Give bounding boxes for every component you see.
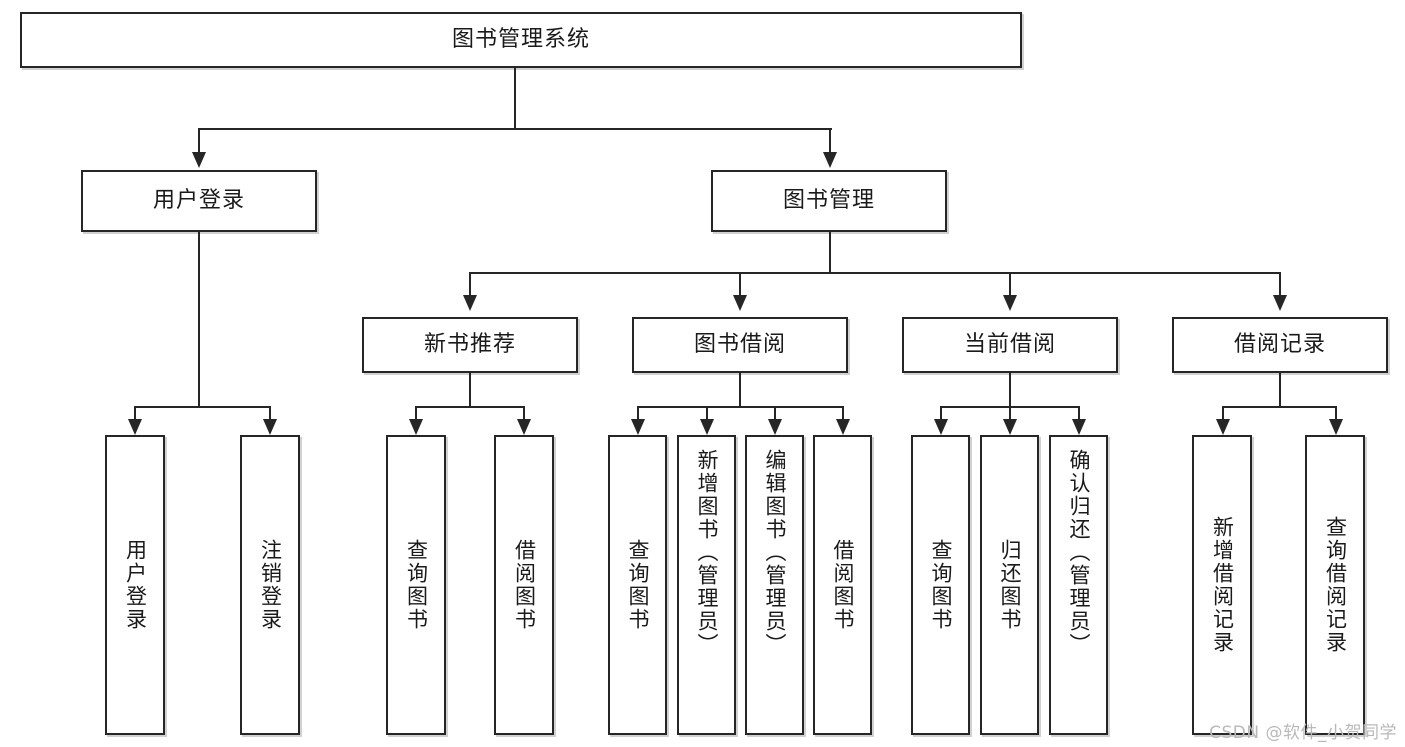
node-label: 借阅图书: [830, 539, 855, 631]
connector-to-book-borrow: [739, 272, 741, 296]
connector-book-borrow-drop-3: [774, 406, 776, 420]
connector-user-login-stem: [198, 232, 200, 406]
connector-new-book-drop-2: [523, 406, 525, 420]
connector-to-current-borrow: [1009, 272, 1011, 296]
connector-new-book-drop-1: [415, 406, 417, 420]
node-label: 用户登录: [152, 188, 245, 214]
node-leaf-user-login[interactable]: 用户登录: [105, 435, 165, 735]
connector-root-stem: [514, 68, 516, 128]
node-label: 新增借阅记录: [1210, 516, 1235, 654]
node-leaf-query-record[interactable]: 查询借阅记录: [1305, 435, 1365, 735]
node-borrow-record[interactable]: 借阅记录: [1172, 317, 1388, 373]
connector-to-new-book-recommend: [469, 272, 471, 296]
node-leaf-borrow-book-2[interactable]: 借阅图书: [813, 435, 872, 735]
connector-level2-bus: [469, 272, 1281, 274]
node-label: 图书管理系统: [451, 27, 590, 53]
node-label: 借阅图书: [512, 539, 537, 631]
connector-current-borrow-stem: [1009, 373, 1011, 406]
connector-user-login-drop-2: [269, 406, 271, 420]
connector-book-borrow-drop-1: [637, 406, 639, 420]
connector-book-borrow-stem: [739, 373, 741, 406]
node-label: 新书推荐: [423, 332, 516, 358]
connector-level1-bus: [198, 128, 832, 130]
connector-borrow-record-drop-2: [1335, 406, 1337, 420]
node-label: 借阅记录: [1233, 332, 1326, 358]
connector-book-borrow-drop-2: [706, 406, 708, 420]
node-leaf-borrow-book-1[interactable]: 借阅图书: [494, 435, 554, 735]
node-label: 当前借阅: [963, 332, 1056, 358]
node-leaf-query-book-1[interactable]: 查询图书: [386, 435, 446, 735]
node-label: 查询借阅记录: [1323, 516, 1348, 654]
connector-user-login-bus: [134, 406, 270, 408]
node-book-management[interactable]: 图书管理: [711, 170, 947, 232]
node-label: 查询图书: [404, 539, 429, 631]
arrow-to-book-borrow: [733, 295, 747, 311]
node-book-borrow[interactable]: 图书借阅: [632, 317, 848, 373]
arrow-to-leaf-add-book: [700, 419, 714, 435]
arrow-to-leaf-query-book-3: [934, 419, 948, 435]
node-leaf-edit-book[interactable]: 编辑图书（管理员）: [745, 435, 804, 735]
arrow-to-borrow-record: [1273, 295, 1287, 311]
connector-to-user-login: [198, 128, 200, 154]
connector-new-book-stem: [469, 373, 471, 406]
node-label: 查询图书: [625, 539, 650, 631]
node-leaf-query-book-3[interactable]: 查询图书: [911, 435, 970, 735]
node-label: 查询图书: [928, 539, 953, 631]
connector-book-management-stem: [829, 232, 831, 272]
node-label: 编辑图书（管理员）: [762, 449, 787, 656]
node-leaf-confirm-return[interactable]: 确认归还（管理员）: [1049, 435, 1108, 735]
arrow-to-leaf-confirm-return: [1072, 419, 1086, 435]
connector-to-borrow-record: [1279, 272, 1281, 296]
node-root-system[interactable]: 图书管理系统: [20, 12, 1022, 68]
node-label: 图书管理: [782, 188, 875, 214]
arrow-to-leaf-query-record: [1329, 419, 1343, 435]
node-label: 注销登录: [258, 539, 283, 631]
arrow-to-new-book-recommend: [463, 295, 477, 311]
arrow-to-leaf-return-book: [1003, 419, 1017, 435]
node-leaf-query-book-2[interactable]: 查询图书: [608, 435, 667, 735]
connector-to-book-management: [829, 128, 831, 154]
connector-borrow-record-stem: [1279, 373, 1281, 406]
node-leaf-add-book[interactable]: 新增图书（管理员）: [677, 435, 736, 735]
connector-current-borrow-drop-1: [940, 406, 942, 420]
node-user-login[interactable]: 用户登录: [81, 170, 317, 232]
connector-borrow-record-drop-1: [1222, 406, 1224, 420]
connector-current-borrow-drop-2: [1009, 406, 1011, 420]
arrow-to-leaf-user-login: [128, 419, 142, 435]
csdn-watermark: CSDN @软件_小贺同学: [1209, 723, 1397, 743]
connector-current-borrow-drop-3: [1078, 406, 1080, 420]
connector-book-borrow-drop-4: [842, 406, 844, 420]
arrow-to-leaf-user-logout: [263, 419, 277, 435]
node-label: 归还图书: [997, 539, 1022, 631]
arrow-to-leaf-borrow-book-1: [517, 419, 531, 435]
node-current-borrow[interactable]: 当前借阅: [902, 317, 1118, 373]
connector-new-book-bus: [415, 406, 525, 408]
arrow-to-current-borrow: [1003, 295, 1017, 311]
node-leaf-return-book[interactable]: 归还图书: [980, 435, 1039, 735]
node-leaf-user-logout[interactable]: 注销登录: [240, 435, 300, 735]
node-label: 确认归还（管理员）: [1066, 449, 1091, 656]
arrow-to-user-login: [192, 152, 206, 168]
node-label: 新增图书（管理员）: [694, 449, 719, 656]
connector-user-login-drop-1: [134, 406, 136, 420]
node-leaf-add-record[interactable]: 新增借阅记录: [1192, 435, 1252, 735]
node-label: 图书借阅: [693, 332, 786, 358]
node-label: 用户登录: [123, 539, 148, 631]
arrow-to-leaf-edit-book: [768, 419, 782, 435]
arrow-to-leaf-borrow-book-2: [836, 419, 850, 435]
connector-borrow-record-bus: [1222, 406, 1337, 408]
arrow-to-leaf-add-record: [1216, 419, 1230, 435]
connector-book-borrow-bus: [637, 406, 844, 408]
arrow-to-leaf-query-book-2: [631, 419, 645, 435]
arrow-to-book-management: [823, 152, 837, 168]
node-new-book-recommend[interactable]: 新书推荐: [362, 317, 578, 373]
arrow-to-leaf-query-book-1: [409, 419, 423, 435]
